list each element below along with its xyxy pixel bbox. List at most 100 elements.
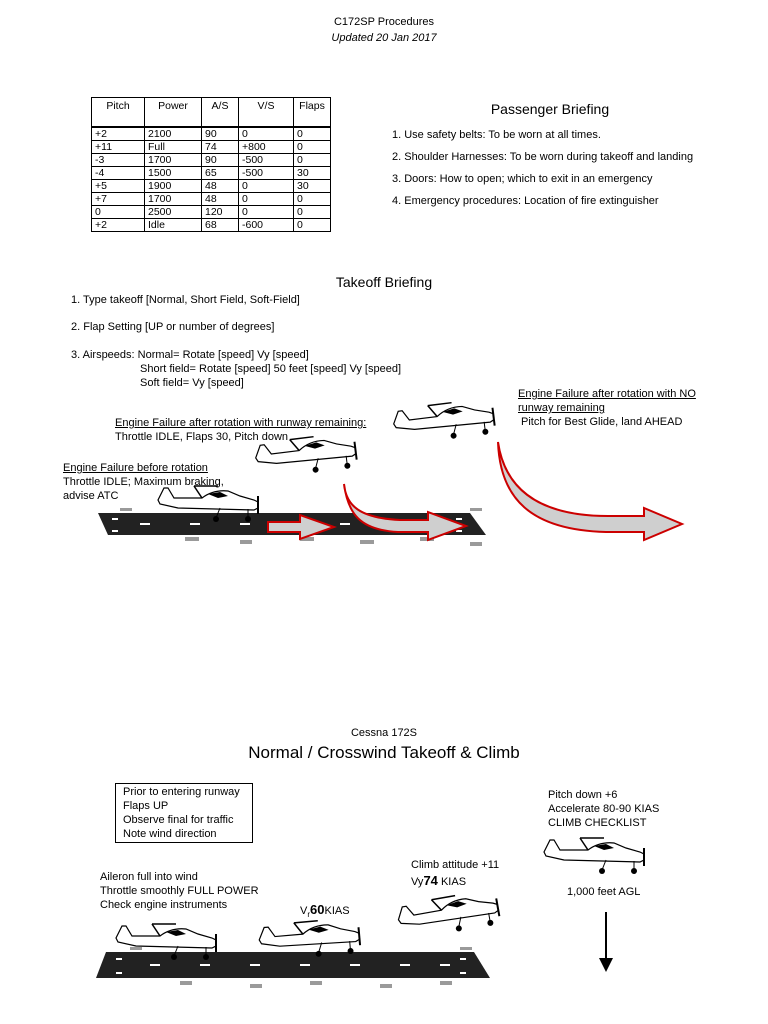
table-cell: 0 (238, 192, 294, 206)
col-header: V/S (238, 97, 294, 128)
vy-speed: Vy74 KIAS (411, 873, 466, 888)
table-cell: Full (144, 140, 202, 154)
table-cell: 0 (293, 126, 331, 141)
updated-date: Updated 20 Jan 2017 (331, 32, 437, 44)
table-cell: -4 (91, 166, 145, 180)
table-cell: 0 (238, 126, 294, 141)
list-item: 3. Doors: How to open; which to exit in … (392, 173, 653, 185)
aileron-line: Check engine instruments (100, 899, 228, 911)
runway-remaining-title: Engine Failure after rotation with runwa… (115, 417, 367, 429)
prior-box-line: Prior to entering runway (123, 786, 240, 798)
list-item: 2. Shoulder Harnesses: To be worn during… (392, 151, 694, 163)
table-cell: 30 (293, 166, 331, 180)
page-title: C172SP Procedures (333, 16, 435, 28)
vy-prefix: Vy (411, 876, 424, 888)
takeoff-item-airspeeds: 3. Airspeeds: Normal= Rotate [speed] Vy … (71, 349, 309, 361)
pitch-down-line: Pitch down +6 (548, 789, 618, 801)
before-rotation-title: Engine Failure before rotation (63, 462, 208, 474)
before-rotation-action-2: advise ATC (63, 490, 119, 502)
table-cell: -500 (238, 166, 294, 180)
prior-box-line: Flaps UP (123, 800, 169, 812)
pitch-down-line: CLIMB CHECKLIST (548, 817, 647, 829)
table-cell: -3 (91, 153, 145, 167)
table-cell: +2 (91, 218, 145, 232)
table-cell: 1700 (144, 153, 202, 167)
table-cell: 0 (293, 218, 331, 232)
table-cell: 30 (293, 179, 331, 193)
table-cell: 74 (201, 140, 239, 154)
table-header-row: Pitch Power A/S V/S Flaps (91, 97, 331, 128)
prior-to-runway-box: Prior to entering runway Flaps UP Observ… (115, 783, 253, 843)
table-cell: 65 (201, 166, 239, 180)
no-runway-title-2: runway remaining (518, 402, 605, 414)
table-cell: 68 (201, 218, 239, 232)
normal-takeoff-title: Normal / Crosswind Takeoff & Climb (248, 743, 520, 762)
no-runway-title: Engine Failure after rotation with NO (518, 388, 696, 400)
table-cell: Idle (144, 218, 202, 232)
table-cell: 48 (201, 192, 239, 206)
table-cell: +800 (238, 140, 294, 154)
table-cell: 0 (293, 192, 331, 206)
takeoff-item-short-field: Short field= Rotate [speed] 50 feet [spe… (140, 363, 402, 375)
airplane-cruise-climb (543, 837, 645, 875)
pitch-down-line: Accelerate 80-90 KIAS (548, 803, 660, 815)
table-cell: +2 (91, 126, 145, 141)
vy-value: 74 (423, 873, 438, 888)
runway-lower (96, 952, 490, 978)
table-cell: -500 (238, 153, 294, 167)
table-cell: +7 (91, 192, 145, 206)
aileron-line: Aileron full into wind (100, 871, 198, 883)
takeoff-item-type: 1. Type takeoff [Normal, Short Field, So… (71, 294, 300, 306)
prior-box-line: Note wind direction (123, 828, 217, 840)
vr-unit: KIAS (324, 905, 350, 917)
table-cell: 2100 (144, 126, 202, 141)
table-cell: 0 (293, 205, 331, 219)
vr-prefix: V (300, 905, 308, 917)
altitude-arrow-head (599, 958, 613, 972)
col-header: Power (144, 97, 202, 128)
airplane-initial-climb (395, 887, 502, 943)
runway-remaining-action: Throttle IDLE, Flaps 30, Pitch down (115, 431, 289, 443)
table-cell: 90 (201, 126, 239, 141)
vr-speed: Vr60KIAS (300, 902, 350, 919)
table-cell: -600 (238, 218, 294, 232)
table-cell: 1500 (144, 166, 202, 180)
prior-box-line: Observe final for traffic (123, 814, 234, 826)
table-cell: 2500 (144, 205, 202, 219)
col-header: Flaps (293, 97, 331, 128)
takeoff-emergency-diagram (98, 396, 685, 546)
passenger-briefing-title: Passenger Briefing (490, 101, 610, 117)
table-cell: 1700 (144, 192, 202, 206)
table-cell: 0 (238, 205, 294, 219)
table-cell: 48 (201, 179, 239, 193)
runway-remaining-arrow (343, 483, 469, 542)
vr-value: 60 (310, 902, 325, 917)
normal-takeoff-diagram (96, 837, 645, 988)
col-header: A/S (201, 97, 239, 128)
takeoff-briefing-title: Takeoff Briefing (335, 274, 433, 290)
table-cell: 0 (293, 140, 331, 154)
table-cell: 0 (293, 153, 331, 167)
table-cell: 0 (238, 179, 294, 193)
aileron-line: Throttle smoothly FULL POWER (100, 885, 259, 897)
aircraft-subtitle: Cessna 172S (350, 727, 418, 739)
altitude-label: 1,000 feet AGL (567, 886, 641, 898)
table-cell: 0 (91, 205, 145, 219)
no-runway-action: Pitch for Best Glide, land AHEAD (521, 416, 683, 428)
vr-sub: r (307, 910, 311, 920)
table-cell: +11 (91, 140, 145, 154)
list-item: 1. Use safety belts: To be worn at all t… (392, 129, 601, 141)
airplane-climb-low (253, 430, 359, 481)
climb-attitude: Climb attitude +11 (411, 859, 500, 871)
passenger-briefing-list: 1. Use safety belts: To be worn at all t… (392, 129, 693, 217)
list-item: 4. Emergency procedures: Location of fir… (392, 195, 659, 207)
airplane-climb-high (391, 396, 497, 447)
